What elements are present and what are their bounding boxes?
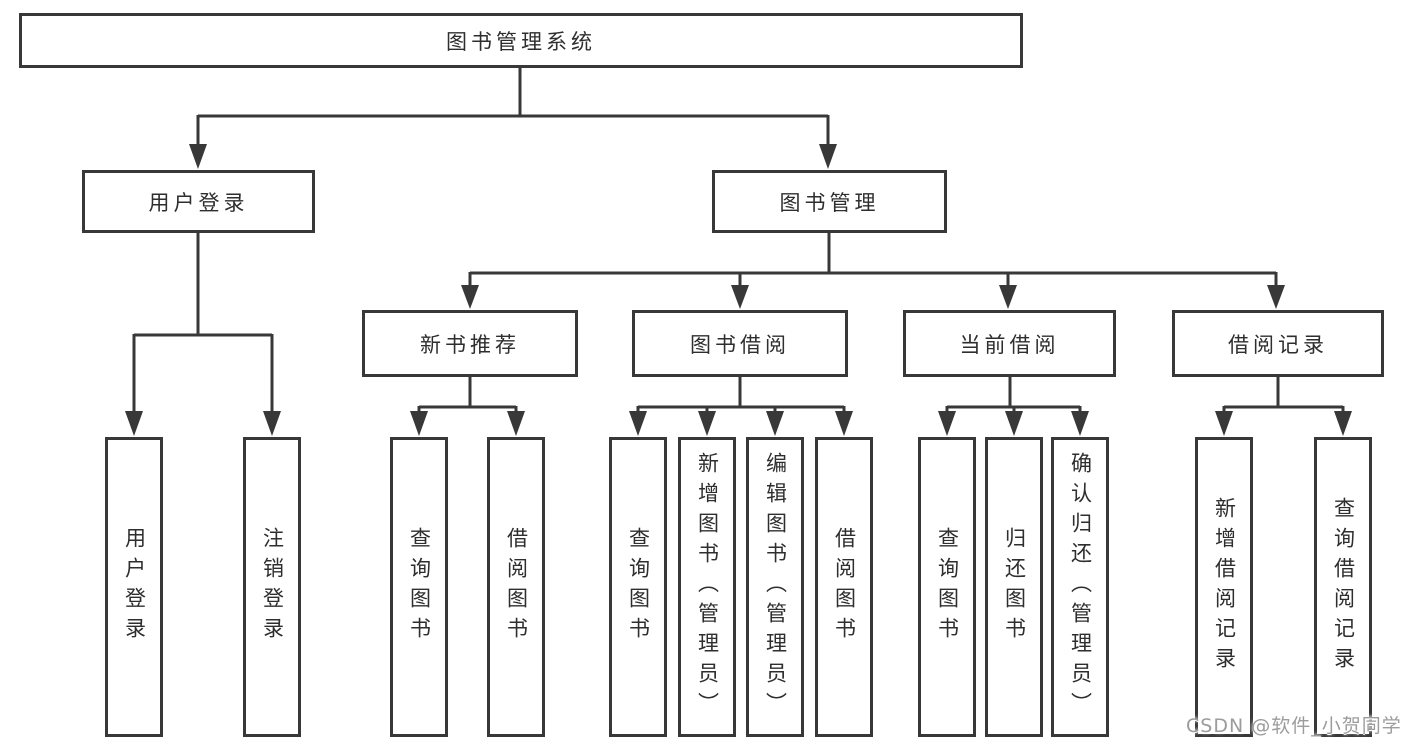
node-label: 借阅图书 — [504, 527, 529, 647]
node-label: 查询图书 — [407, 527, 432, 647]
node-book-borrowing: 图书借阅 — [632, 310, 848, 377]
node-label: 新增图书（管理员） — [695, 452, 720, 722]
leaf-add-borrow-record: 新增借阅记录 — [1195, 437, 1253, 737]
node-label: 图书借阅 — [690, 332, 790, 357]
node-label: 图书管理系统 — [446, 29, 596, 54]
arrowhead-icon — [1267, 285, 1285, 309]
node-label: 用户登录 — [122, 527, 147, 647]
csdn-watermark: CSDN @软件_小贺同学 — [1186, 715, 1402, 737]
arrowhead-icon — [819, 144, 837, 169]
connector-book-borrowing-children — [629, 377, 853, 436]
connector-line — [1222, 377, 1345, 416]
arrowhead-icon — [461, 285, 479, 309]
arrowhead-icon — [507, 411, 525, 436]
node-label: 图书管理 — [779, 190, 880, 215]
leaf-query-books-recommend: 查询图书 — [390, 437, 448, 737]
arrowhead-icon — [731, 285, 749, 309]
leaf-return-books: 归还图书 — [985, 437, 1043, 737]
leaf-query-books-borrowing: 查询图书 — [609, 437, 667, 737]
arrowhead-icon — [1215, 411, 1233, 436]
arrowhead-icon — [999, 285, 1017, 309]
arrowhead-icon — [629, 411, 647, 436]
arrowhead-icon — [410, 411, 428, 436]
connector-line — [417, 377, 518, 416]
node-label: 用户登录 — [148, 190, 249, 215]
arrowhead-icon — [766, 411, 784, 436]
arrowhead-icon — [1005, 411, 1023, 436]
connector-line — [132, 233, 274, 416]
node-label: 当前借阅 — [959, 332, 1060, 357]
arrowhead-icon — [125, 411, 143, 436]
node-new-book-recommendation: 新书推荐 — [362, 310, 578, 377]
arrowhead-icon — [938, 411, 956, 436]
arrowhead-icon — [189, 144, 207, 169]
node-label: 查询图书 — [935, 527, 960, 647]
leaf-confirm-return-admin: 确认归还（管理员） — [1051, 437, 1109, 737]
node-label: 归还图书 — [1002, 527, 1027, 647]
node-user-login: 用户登录 — [82, 170, 315, 233]
arrowhead-icon — [1071, 411, 1089, 436]
node-borrowing-records: 借阅记录 — [1172, 310, 1384, 377]
connector-root-to-level2 — [189, 68, 837, 169]
leaf-logout: 注销登录 — [243, 437, 301, 737]
node-label: 新书推荐 — [420, 332, 520, 357]
node-current-borrowing: 当前借阅 — [903, 310, 1116, 377]
leaf-query-borrow-record: 查询借阅记录 — [1314, 437, 1372, 737]
connector-borrowing-records-children — [1215, 377, 1352, 436]
leaf-borrow-books-recommend: 借阅图书 — [487, 437, 545, 737]
leaf-query-books-current: 查询图书 — [918, 437, 976, 737]
connector-new-book-recommendation-children — [410, 377, 525, 436]
node-label: 借阅记录 — [1228, 332, 1328, 357]
arrowhead-icon — [1334, 411, 1352, 436]
leaf-add-books-admin: 新增图书（管理员） — [678, 437, 736, 737]
node-label: 注销登录 — [260, 527, 285, 647]
connector-current-borrowing-children — [938, 377, 1089, 436]
leaf-user-login: 用户登录 — [105, 437, 163, 737]
connector-book-management-children — [461, 233, 1285, 309]
leaf-borrow-books-borrowing: 借阅图书 — [815, 437, 873, 737]
connector-line — [468, 233, 1278, 289]
node-label: 确认归还（管理员） — [1068, 452, 1093, 722]
node-label: 借阅图书 — [832, 527, 857, 647]
connector-line — [196, 68, 830, 150]
connector-line — [945, 377, 1082, 416]
node-label: 查询图书 — [626, 527, 651, 647]
arrowhead-icon — [835, 411, 853, 436]
connector-user-login-children — [125, 233, 281, 436]
node-label: 编辑图书（管理员） — [763, 452, 788, 722]
connector-line — [636, 377, 846, 416]
node-book-management: 图书管理 — [712, 170, 947, 233]
node-label: 新增借阅记录 — [1212, 497, 1237, 677]
leaf-edit-books-admin: 编辑图书（管理员） — [746, 437, 804, 737]
node-label: 查询借阅记录 — [1331, 497, 1356, 677]
arrowhead-icon — [263, 411, 281, 436]
node-library-management-system: 图书管理系统 — [19, 13, 1023, 68]
arrowhead-icon — [698, 411, 716, 436]
